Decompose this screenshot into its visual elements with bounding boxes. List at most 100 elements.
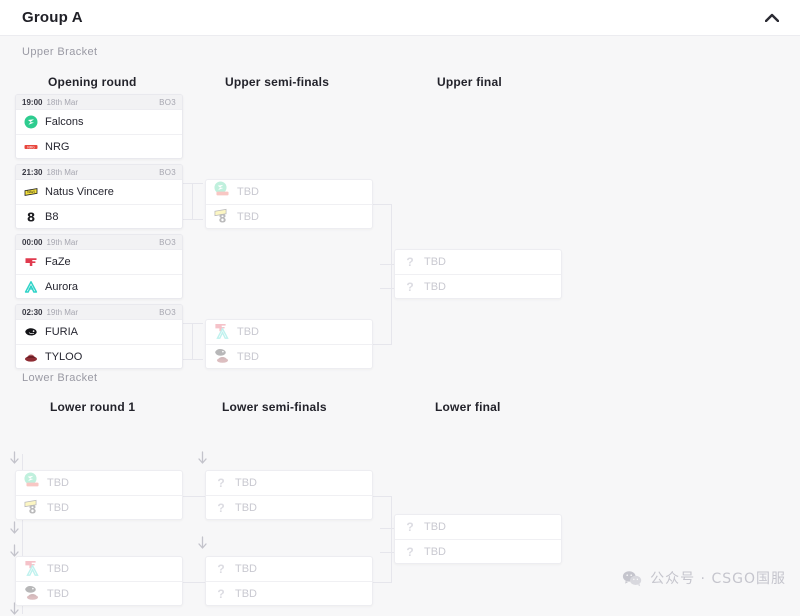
team-row[interactable]: ? TBD — [206, 495, 372, 519]
connector — [183, 496, 205, 497]
connector — [380, 528, 394, 529]
nrg-logo: NRG — [24, 140, 38, 154]
team-row[interactable]: NAVI Natus Vincere — [16, 180, 182, 204]
team-row[interactable]: TBD — [206, 180, 372, 204]
navi-logo: 8 — [24, 499, 42, 517]
match-header: 19:00 18th Mar BO3 — [16, 95, 182, 110]
team-row[interactable]: TBD — [206, 320, 372, 344]
match-date: 18th Mar — [46, 167, 79, 177]
team-row[interactable]: TBD — [16, 471, 182, 495]
faze-logo — [24, 560, 42, 578]
team-row[interactable]: TBD — [16, 581, 182, 605]
team-name: TBD — [47, 563, 69, 575]
falcons-logo — [24, 115, 38, 129]
drop-arrow-icon — [10, 521, 20, 535]
furia-logo — [214, 348, 232, 366]
team-name: TBD — [47, 501, 69, 514]
team-name: Natus Vincere — [45, 186, 114, 198]
match-header: 02:30 19th Mar BO3 — [16, 305, 182, 320]
team-row[interactable]: TBD — [16, 557, 182, 581]
team-name: FaZe — [45, 256, 71, 268]
match-time: 21:30 — [22, 167, 43, 177]
match-card[interactable]: ? TBD ? TBD — [394, 514, 562, 564]
team-row[interactable]: ? TBD — [395, 539, 561, 563]
svg-text:8: 8 — [27, 210, 35, 224]
team-row[interactable]: FURIA — [16, 320, 182, 344]
team-row[interactable]: ? TBD — [395, 515, 561, 539]
match-card[interactable]: TBD TBD — [15, 556, 183, 606]
match-card[interactable]: TBD 8 TBD — [205, 179, 373, 229]
match-format: BO3 — [159, 307, 176, 317]
match-card[interactable]: ? TBD ? TBD — [394, 249, 562, 299]
match-card[interactable]: ? TBD ? TBD — [205, 556, 373, 606]
match-card[interactable]: 02:30 19th Mar BO3 FURIA TYLOO — [15, 304, 183, 369]
team-name: TBD — [235, 563, 257, 575]
team-name: TYLOO — [45, 350, 83, 363]
match-card[interactable]: ? TBD ? TBD — [205, 470, 373, 520]
team-row[interactable]: 8 TBD — [16, 495, 182, 519]
team-name: Falcons — [45, 116, 84, 128]
team-row[interactable]: ? TBD — [395, 250, 561, 274]
match-card[interactable]: TBD 8 TBD — [15, 470, 183, 520]
team-name: Aurora — [45, 280, 79, 293]
team-row[interactable]: TYLOO — [16, 344, 182, 368]
team-row[interactable]: TBD — [206, 344, 372, 368]
team-name: TBD — [424, 280, 446, 293]
match-card[interactable]: TBD TBD — [205, 319, 373, 369]
chevron-up-icon[interactable] — [762, 8, 782, 28]
faze-logo — [214, 323, 232, 341]
match-card[interactable]: 19:00 18th Mar BO3 Falcons NRG NRG — [15, 94, 183, 159]
drop-arrow-icon — [198, 451, 208, 465]
team-row[interactable]: Aurora — [16, 274, 182, 298]
match-time: 00:00 — [22, 237, 43, 247]
team-name: TBD — [47, 587, 69, 600]
question-icon: ? — [217, 562, 225, 576]
lower-bracket-label: Lower Bracket — [22, 372, 98, 384]
match-card[interactable]: 00:00 19th Mar BO3 FaZe Aurora — [15, 234, 183, 299]
match-format: BO3 — [159, 237, 176, 247]
team-row[interactable]: FaZe — [16, 250, 182, 274]
falcons-logo — [214, 181, 232, 201]
connector — [183, 183, 203, 184]
watermark: 公众号 · CSGO国服 — [622, 568, 786, 588]
team-name: NRG — [45, 140, 70, 153]
team-name: TBD — [237, 350, 259, 363]
team-row[interactable]: NRG NRG — [16, 134, 182, 158]
team-row[interactable]: ? TBD — [206, 471, 372, 495]
aurora-logo — [26, 564, 39, 580]
match-time: 02:30 — [22, 307, 43, 317]
match-card[interactable]: 21:30 18th Mar BO3 NAVI Natus Vincere 8 … — [15, 164, 183, 229]
team-name: FURIA — [45, 326, 78, 338]
match-date: 19th Mar — [46, 237, 79, 247]
connector — [372, 582, 392, 583]
faze-logo — [24, 255, 38, 269]
team-name: TBD — [237, 326, 259, 338]
round-title-opening: Opening round — [48, 75, 137, 89]
b8-logo: 8 — [216, 212, 229, 228]
connector — [380, 552, 394, 553]
falcons-logo — [24, 472, 42, 494]
drop-arrow-icon — [10, 451, 20, 465]
round-title-upper-semis: Upper semi-finals — [225, 75, 330, 89]
team-row[interactable]: ? TBD — [395, 274, 561, 298]
furia-logo — [24, 325, 38, 339]
team-name: TBD — [424, 256, 446, 268]
team-row[interactable]: ? TBD — [206, 581, 372, 605]
team-row[interactable]: ? TBD — [206, 557, 372, 581]
question-icon: ? — [217, 500, 225, 515]
drop-arrow-icon — [10, 544, 20, 558]
tyloo-logo — [24, 350, 38, 364]
team-name: TBD — [47, 477, 69, 489]
svg-text:NRG: NRG — [27, 145, 35, 149]
connector — [183, 219, 203, 220]
connector — [192, 183, 193, 219]
navi-logo: NAVI — [24, 185, 38, 199]
team-row[interactable]: Falcons — [16, 110, 182, 134]
match-date: 18th Mar — [46, 97, 79, 107]
aurora-logo — [216, 327, 229, 343]
team-row[interactable]: 8 TBD — [206, 204, 372, 228]
team-row[interactable]: 8 B8 — [16, 204, 182, 228]
team-name: TBD — [235, 477, 257, 489]
nrg-logo — [26, 478, 39, 494]
svg-text:NAVI: NAVI — [27, 190, 35, 194]
